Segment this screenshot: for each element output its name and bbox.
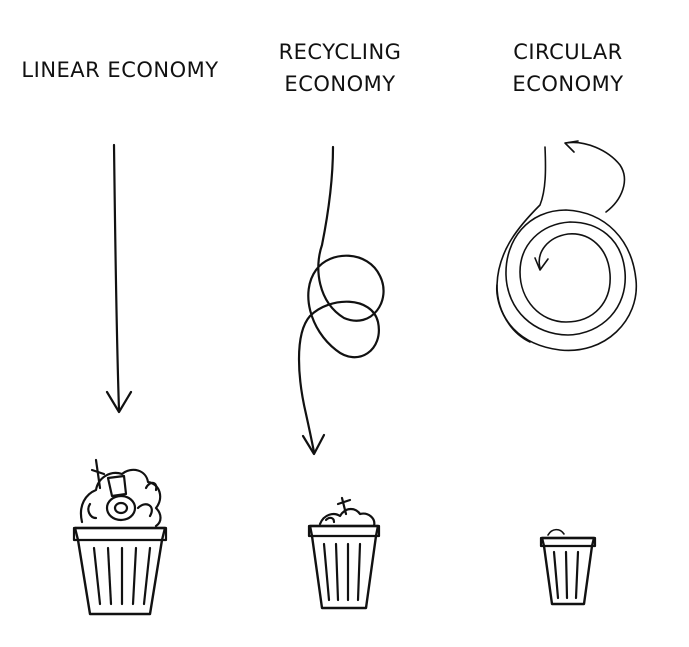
recycling-economy-title-line1: RECYCLING [278,40,402,64]
linear-economy-title: LINEAR ECONOMY [21,58,219,82]
recycling-economy-label: RECYCLING ECONOMY [255,36,425,100]
circular-economy-label: CIRCULAR ECONOMY [483,36,653,100]
nearly-empty-trash-bin-icon [539,528,597,606]
recycling-flow-arrow [297,145,385,456]
linear-economy-label: LINEAR ECONOMY [20,54,220,86]
circular-economy-title-line2: ECONOMY [512,72,624,96]
overflowing-trash-bin-icon [72,458,168,616]
circular-flow-spiral [495,140,638,352]
circular-economy-title-line1: CIRCULAR [513,40,623,64]
linear-flow-arrow [105,143,133,414]
recycling-economy-title-line2: ECONOMY [284,72,396,96]
half-full-trash-bin-icon [307,496,381,610]
